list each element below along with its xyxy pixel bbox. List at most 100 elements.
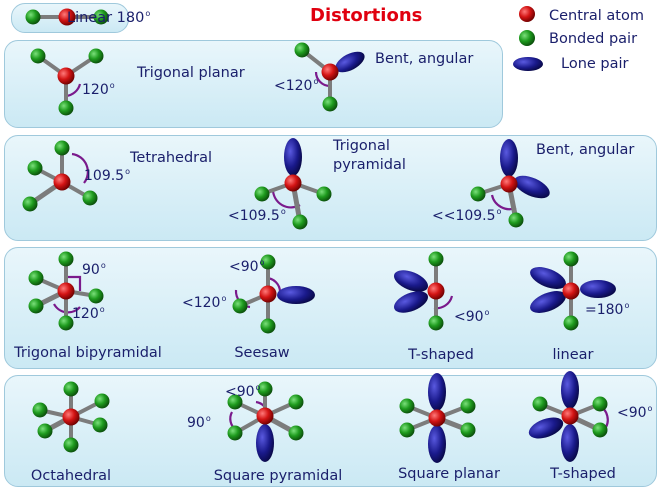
central-atom xyxy=(519,6,535,22)
lone-pair xyxy=(514,175,550,199)
bonded-pair xyxy=(519,30,535,46)
bonded-pair xyxy=(254,186,270,202)
central-atom xyxy=(428,409,446,427)
label-trigonal-pyramidal-2: pyramidal xyxy=(333,157,406,173)
legend-bonded-pair: Bonded pair xyxy=(549,31,638,47)
angle-seesaw-left: <120o xyxy=(182,294,227,311)
bonded-pair xyxy=(316,186,332,202)
bonded-pair xyxy=(28,298,44,314)
angle-t-shaped-row3: <90o xyxy=(454,308,490,325)
central-atom xyxy=(561,407,579,425)
bonded-pair xyxy=(292,214,308,230)
bonded-pair xyxy=(27,160,43,176)
bonded-pair xyxy=(563,251,579,267)
lone-pair xyxy=(500,139,518,177)
bonded-pair xyxy=(37,423,53,439)
bonded-pair xyxy=(54,140,70,156)
bonded-pair xyxy=(63,381,79,397)
page-title: Distortions xyxy=(310,5,423,26)
bonded-pair xyxy=(22,196,38,212)
bonded-pair xyxy=(92,417,108,433)
bonded-pair xyxy=(232,298,248,314)
lone-pair xyxy=(335,51,365,73)
lone-pair xyxy=(428,425,446,463)
central-atom xyxy=(256,407,274,425)
bonded-pair xyxy=(25,9,41,25)
central-atom xyxy=(53,173,71,191)
angle-tetrahedral: 109.5o xyxy=(84,167,130,184)
bonded-pair xyxy=(460,422,476,438)
label-bent-row2: Bent, angular xyxy=(536,142,635,158)
label-bent-row1: Bent, angular xyxy=(375,51,474,67)
bonded-pair xyxy=(58,100,74,116)
lone-pair xyxy=(393,270,429,292)
bonded-pair xyxy=(563,315,579,331)
label-tetrahedral: Tetrahedral xyxy=(130,150,213,166)
lone-pair xyxy=(561,371,579,409)
central-atom xyxy=(57,282,75,300)
central-atom xyxy=(500,175,518,193)
lone-pair xyxy=(580,280,616,298)
bonded-pair xyxy=(28,270,44,286)
bonded-pair xyxy=(260,318,276,334)
lone-pair xyxy=(561,424,579,462)
bonded-pair xyxy=(288,394,304,410)
angle-square-pyramidal-left: 90o xyxy=(187,414,211,431)
panel-row-2 xyxy=(4,135,657,241)
lone-pair xyxy=(528,417,564,439)
bonded-pair xyxy=(532,396,548,412)
label-trigonal-bipyramidal: Trigonal bipyramidal xyxy=(14,345,162,361)
label-square-pyramidal: Square pyramidal xyxy=(213,468,343,484)
label-octahedral: Octahedral xyxy=(30,468,112,484)
angle-tbp-bottom: 120o xyxy=(72,305,105,322)
label-t-shaped-row4: T-shaped xyxy=(550,466,616,482)
label-square-planar: Square planar xyxy=(398,466,500,482)
atoms xyxy=(22,6,616,463)
central-atom xyxy=(284,174,302,192)
bonded-pair xyxy=(322,96,338,112)
bonded-pair xyxy=(428,315,444,331)
bonded-pair xyxy=(592,396,608,412)
bonded-pair xyxy=(508,212,524,228)
lone-pair xyxy=(393,291,429,313)
bonded-pair xyxy=(399,398,415,414)
bonded-pair xyxy=(30,48,46,64)
central-atom xyxy=(62,408,80,426)
lone-pair xyxy=(513,57,543,71)
lone-pair xyxy=(284,138,302,176)
legend-lone-pair: Lone pair xyxy=(561,56,629,72)
legend-central-atom: Central atom xyxy=(549,8,644,24)
bonded-pair xyxy=(63,437,79,453)
bonded-pair xyxy=(88,48,104,64)
bonded-pair xyxy=(288,425,304,441)
angle-tbp-top: 90o xyxy=(82,261,106,278)
bonded-pair xyxy=(592,422,608,438)
central-atom xyxy=(427,282,445,300)
lone-pair xyxy=(277,286,315,304)
central-atom xyxy=(321,63,339,81)
bonded-pair xyxy=(257,381,273,397)
bonded-pair xyxy=(460,398,476,414)
label-linear-row3: linear xyxy=(552,347,594,363)
central-atom xyxy=(57,67,75,85)
lone-pair xyxy=(530,291,566,313)
bonded-pair xyxy=(227,425,243,441)
angle-trigonal-pyramidal: <109.5o xyxy=(228,207,286,224)
bonded-pair xyxy=(227,394,243,410)
angle-bent-row1: <120o xyxy=(274,77,319,94)
lone-pair xyxy=(530,267,566,289)
bonded-pair xyxy=(58,315,74,331)
bonded-pair xyxy=(428,251,444,267)
bonded-pair xyxy=(58,251,74,267)
lone-pair xyxy=(256,424,274,462)
bonded-pair xyxy=(399,422,415,438)
lone-pair xyxy=(428,373,446,411)
angle-square-pyramidal-top: <90o xyxy=(225,383,261,400)
angle-linear-row3: =180o xyxy=(585,301,630,318)
panel-row-1 xyxy=(4,40,503,128)
angle-seesaw-top: <90o xyxy=(229,258,265,275)
bonded-pair xyxy=(260,254,276,270)
bonded-pair xyxy=(93,9,109,25)
bonded-pair xyxy=(82,190,98,206)
label-seesaw: Seesaw xyxy=(234,345,290,361)
